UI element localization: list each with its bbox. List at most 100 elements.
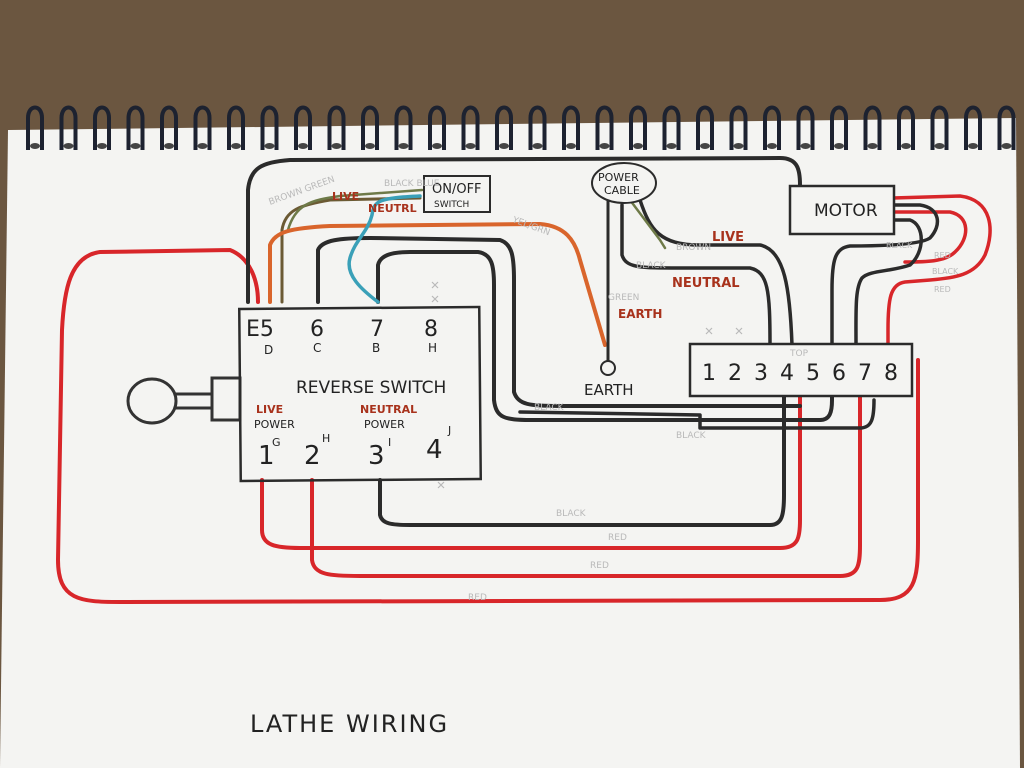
reverse-switch-label: REVERSE SWITCH — [296, 378, 446, 398]
spiral-hole — [465, 143, 476, 149]
terminal-block-number: 5 — [806, 361, 820, 386]
red-wire-motor-2 — [891, 210, 968, 264]
faint-red-2: RED — [590, 561, 609, 571]
spiral-hole — [264, 143, 275, 149]
spiral-binding — [26, 105, 1016, 150]
black-wire-motor-1 — [830, 203, 940, 347]
spiral-hole — [700, 143, 710, 149]
terminal-block-number: 4 — [780, 361, 794, 386]
spiral-hole — [432, 143, 442, 149]
red-wire-2 — [310, 393, 862, 578]
spiral-ring — [897, 105, 915, 150]
blue-wire — [347, 194, 422, 304]
spiral-hole — [499, 143, 509, 149]
faint-black: BLACK — [636, 261, 667, 271]
black-wire-power-live — [638, 198, 794, 347]
on-off-line1: ON/OFF — [432, 182, 482, 197]
label-live-top: LIVE — [332, 190, 359, 203]
handle-shaft — [174, 392, 212, 410]
spiral-hole — [901, 143, 911, 149]
spiral-hole — [63, 143, 74, 149]
live-power-power: POWER — [254, 418, 295, 431]
red-wire-outer-loop — [56, 248, 920, 604]
spiral-ring — [796, 105, 815, 150]
page-title: LATHE WIRING — [250, 710, 449, 738]
spiral-hole — [1001, 143, 1012, 149]
black-wire-bottom — [378, 393, 786, 527]
motor-box — [788, 184, 896, 236]
terminal-sub-b: B — [372, 341, 380, 355]
spiral-ring — [528, 105, 547, 150]
motor-label: MOTOR — [814, 201, 878, 221]
faint-black-blue: BLACK BLUE — [384, 179, 440, 189]
spiral-ring — [830, 105, 848, 150]
power-cable-line2: CABLE — [604, 184, 640, 197]
terminal-block-number: 7 — [858, 361, 872, 386]
terminal-8: 8 — [424, 317, 438, 342]
brown-wire — [280, 196, 422, 304]
spiral-hole — [733, 143, 744, 149]
power-cable-line1: POWER — [598, 171, 639, 184]
label-live-right: LIVE — [712, 230, 744, 245]
spiral-ring — [662, 105, 681, 150]
spiral-hole — [197, 143, 208, 149]
terminal-sub-c: C — [313, 341, 321, 355]
spiral-ring — [93, 105, 111, 150]
faint-motor-black-2: BLACK — [932, 267, 959, 276]
terminal-1: 1 — [258, 441, 275, 471]
spiral-hole — [298, 143, 308, 149]
on-off-switch-box — [423, 175, 491, 213]
terminal-sub-d: D — [264, 343, 273, 357]
terminal-sub-h2: H — [322, 432, 330, 445]
spiral-ring — [26, 105, 44, 150]
spiral-hole — [633, 143, 643, 149]
spiral-ring — [461, 105, 480, 150]
terminal-e5: E5 — [246, 317, 274, 342]
faint-motor-red-1: RED — [934, 251, 951, 260]
spiral-ring — [327, 105, 346, 150]
terminal-sub-i: I — [388, 436, 391, 449]
faint-motor-red-2: RED — [934, 285, 951, 294]
spiral-ring — [59, 105, 78, 150]
black-wire-power-neutral — [620, 203, 772, 347]
faint-brown: BROWN — [676, 243, 711, 253]
black-wire-6 — [316, 236, 802, 408]
orange-earth-wire — [268, 222, 607, 347]
terminal-block-top-note: TOP — [789, 349, 809, 359]
spiral-ring — [763, 105, 781, 150]
terminal-3: 3 — [368, 441, 385, 471]
black-wire-low — [518, 398, 876, 430]
spiral-hole — [97, 143, 107, 149]
spiral-hole — [566, 143, 576, 149]
earth-point — [600, 360, 616, 376]
spiral-hole — [30, 143, 40, 149]
black-wire-7 — [376, 250, 822, 422]
black-wire-top-loop — [246, 156, 802, 304]
spiral-ring — [227, 105, 245, 150]
spiral-hole — [867, 143, 878, 149]
terminal-block-number: 6 — [832, 361, 846, 386]
spiral-ring — [260, 105, 279, 150]
spiral-hole — [968, 143, 978, 149]
spiral-hole — [800, 143, 811, 149]
live-power-live: LIVE — [256, 403, 283, 416]
terminal-sub-h: H — [428, 341, 437, 355]
spiral-hole — [164, 143, 174, 149]
black-wire-right-down — [818, 393, 834, 422]
spiral-ring — [495, 105, 513, 150]
faint-red-3: RED — [468, 593, 487, 603]
neutral-power-neutral: NEUTRAL — [360, 403, 417, 416]
terminal-block-number: 2 — [728, 361, 742, 386]
spiral-ring — [964, 105, 982, 150]
faint-green: GREEN — [608, 293, 639, 303]
spiral-ring — [562, 105, 580, 150]
spiral-ring — [126, 105, 145, 150]
terminal-6: 6 — [310, 317, 324, 342]
spiral-ring — [595, 105, 614, 150]
black-wire-motor-2 — [854, 218, 923, 347]
spiral-hole — [532, 143, 543, 149]
neutral-power-power: POWER — [364, 418, 405, 431]
spiral-ring — [930, 105, 949, 150]
spiral-ring — [997, 105, 1016, 150]
